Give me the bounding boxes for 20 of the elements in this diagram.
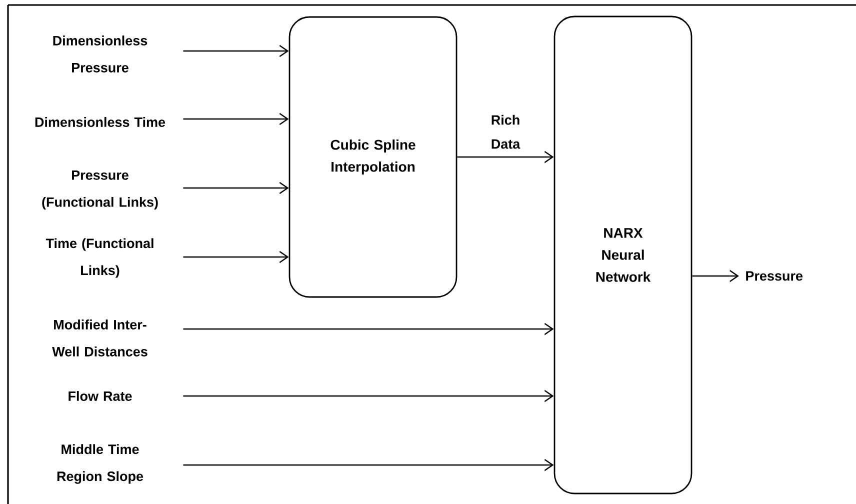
arrow	[183, 458, 554, 472]
arrow	[183, 44, 289, 58]
input-label: Time (Functional Links)	[46, 238, 154, 278]
output-label: Pressure	[746, 271, 803, 281]
arrow	[183, 112, 289, 126]
input-label: Dimensionless Pressure	[53, 36, 148, 72]
arrow	[183, 390, 554, 402]
arrow	[183, 182, 289, 194]
process-box: NARX Neural Network	[554, 16, 692, 494]
input-label: Modified Inter-Well Distances	[52, 320, 148, 356]
arrow	[692, 270, 739, 282]
edge-label: Rich Data	[480, 114, 532, 150]
arrow	[457, 150, 554, 164]
input-label: Middle Time Region Slope	[57, 444, 144, 484]
input-label: Flow Rate	[68, 391, 132, 401]
input-label: Pressure (Functional Links)	[42, 170, 158, 210]
arrow	[183, 250, 289, 264]
input-label: Dimensionless Time	[35, 117, 166, 127]
arrow	[183, 322, 554, 336]
process-box: Cubic Spline Interpolation	[288, 16, 458, 298]
